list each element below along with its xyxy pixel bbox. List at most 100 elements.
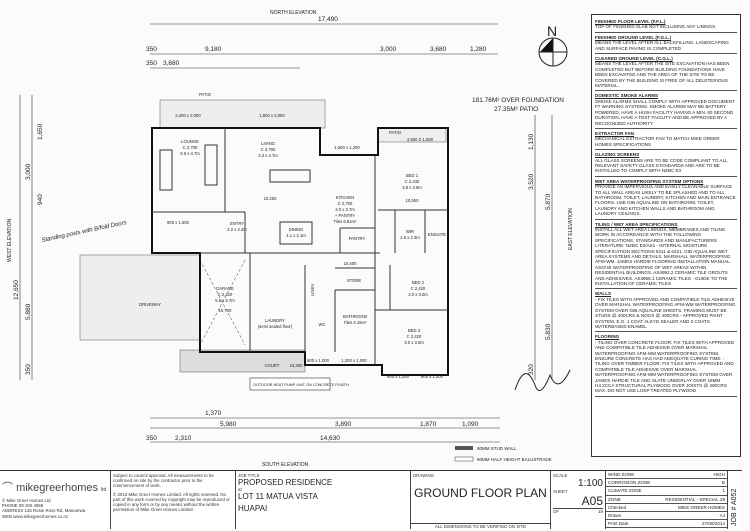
note-text: MEANS THE LEVEL AFTER ALL BACKFILLING, L… [595, 40, 729, 51]
patio-bed-size: 2,500 X 1,580 [407, 137, 434, 142]
dim: 350 [25, 364, 32, 375]
east-elevation-label: EAST ELEVATION [568, 208, 574, 250]
verify-note: ALL DIMENSIONS TO BE VERIFIED ON SITE [411, 522, 550, 529]
svg-text:C 2,700: C 2,700 [338, 201, 353, 206]
svg-text:5.6 x 5.7m: 5.6 x 5.7m [215, 298, 235, 303]
note-title: FINISHED FLOOR LEVEL (F.F.L.) [595, 19, 666, 24]
svg-text:3.3 x 4.7m: 3.3 x 4.7m [258, 153, 278, 158]
drawing-title: GROUND FLOOR PLAN [414, 486, 547, 501]
room-wc: WC [319, 322, 326, 327]
patio-area: 27.35M² PATIO [494, 106, 538, 113]
note-text: - FIX TILES WITH APPROVED AND COMPATIBLE… [595, 296, 736, 329]
note-text: SMOKE ALARMS SHALL COMPLY WITH APPROVED … [595, 98, 735, 126]
svg-text:LAUNDRY: LAUNDRY [265, 318, 285, 323]
note-title: FINISHED GROUND LEVEL (F.G.L.) [595, 34, 671, 40]
svg-text:BED 1: BED 1 [406, 173, 419, 178]
svg-text:3.0 x 3.0m: 3.0 x 3.0m [408, 292, 428, 297]
dim: 3,890 [335, 421, 352, 428]
dim: 5,870 [545, 193, 552, 210]
note-section: WALLS- FIX TILES WITH APPROVED AND COMPA… [595, 291, 737, 333]
svg-text:5.6 x 4.7m: 5.6 x 4.7m [180, 151, 200, 156]
svg-text:C 2,420: C 2,420 [218, 292, 233, 297]
svg-text:BATHROOM: BATHROOM [343, 314, 367, 319]
dim: 5,880 [25, 303, 32, 320]
note-text: TOP OF FINISHED SLAB NOT INCLUDING ANY L… [595, 24, 716, 30]
dim: 1,280 [470, 46, 487, 53]
dim: 5,980 [220, 421, 237, 428]
dim: 1,130 [528, 133, 535, 150]
address: 135 Rosie Ross Rd, Manurewa [24, 508, 86, 514]
website: www.mikegreerhomes.co.nz [13, 513, 69, 519]
job-title: PROPOSED RESIDENCE [238, 478, 333, 488]
svg-text:LIVING: LIVING [261, 141, 275, 146]
window-size: 1,800 x 2,000 [259, 113, 285, 118]
driveway-label: DRIVEWAY [139, 302, 161, 307]
floor-plan: N NORTH ELEVATION SOUTH ELEVATION WEST E… [7, 10, 574, 468]
dim: 9,180 [205, 46, 222, 53]
note-title: WET AREA WATERPROOFING SYSTEM OPTIONS [595, 178, 704, 184]
dim: 3,000 [380, 46, 397, 53]
phone: 09 260 4555 [18, 503, 44, 509]
note-section: FINISHED GROUND LEVEL (F.G.L.)MEANS THE … [595, 34, 737, 55]
note-text: INSTALL ALL WET AREA LININGS, MEMBRANES … [595, 227, 732, 287]
dim: 350 [146, 60, 157, 67]
legend-balustrade: 90MM HALF HEIGHT BALUSTRADE [477, 457, 552, 462]
note-section: CLEARED GROUND LEVEL (C.G.L.)MEANS THE L… [595, 56, 737, 92]
legend-stud-wall: 90MM STUD WALL [477, 446, 517, 451]
svg-text:Tiles 4.15m²: Tiles 4.15m² [344, 320, 367, 325]
room-pantry: PANTRY [349, 236, 366, 241]
dim: 1,870 [420, 421, 437, 428]
svg-text:LOUNGE: LOUNGE [181, 139, 199, 144]
dim: 3,680 [163, 60, 180, 67]
svg-text:GARAGE: GARAGE [216, 286, 234, 291]
sheet-count: 19 [598, 509, 603, 515]
note-title: WALLS [595, 291, 612, 297]
svg-text:ENTRY: ENTRY [230, 221, 244, 226]
svg-text:4.1 x 2.1m: 4.1 x 2.1m [286, 233, 306, 238]
svg-text:2.2 x 2.2m: 2.2 x 2.2m [227, 227, 247, 232]
dim: 320 [528, 364, 535, 375]
dim: 1,650 [37, 123, 44, 140]
svg-text:C 2,420: C 2,420 [411, 286, 426, 291]
dim: 350 [146, 46, 157, 53]
dim: 14,630 [320, 435, 340, 442]
svg-text:KITCHEN: KITCHEN [336, 195, 354, 200]
svg-text:C 2,700: C 2,700 [183, 145, 198, 150]
window-size: 600 x 1,200 [421, 374, 444, 379]
note-text: - TILING OVER CONCRETE FLOOR: FIX TILES … [595, 339, 735, 394]
signature [514, 369, 571, 392]
note-title: CLEARED GROUND LEVEL (C.G.L.) [595, 56, 673, 62]
title-block: ⌒ mikegreerhomes ltd © Mike Greer Homes … [0, 470, 742, 529]
dim: 3,680 [430, 46, 447, 53]
dim: 1,090 [462, 421, 479, 428]
note-title: GLAZING SCREENS [595, 152, 640, 158]
note-title: DOMESTIC SMOKE ALARMS [595, 93, 659, 99]
dim: 17,490 [318, 16, 338, 23]
level-marker: 10,400 [344, 261, 357, 266]
dim: 12,650 [13, 280, 20, 300]
scale: 1:100 [577, 478, 603, 490]
svg-text:C 2,700: C 2,700 [261, 147, 276, 152]
north-label: N [547, 23, 557, 39]
level-marker: 10,250 [264, 196, 277, 201]
note-text: MECHANICAL EXTRACTOR FAN TO MATCH MIKE G… [595, 136, 720, 147]
outdoor-unit-note: OUTDOOR HEAT PUMP UNIT ON CONCRETE PLINT… [253, 383, 349, 387]
note-section: FLOORING- TILING OVER CONCRETE FLOOR: FI… [595, 334, 737, 397]
level-marker: 10,350 [290, 363, 303, 368]
window-size: 1,600 x 1,200 [334, 145, 360, 150]
